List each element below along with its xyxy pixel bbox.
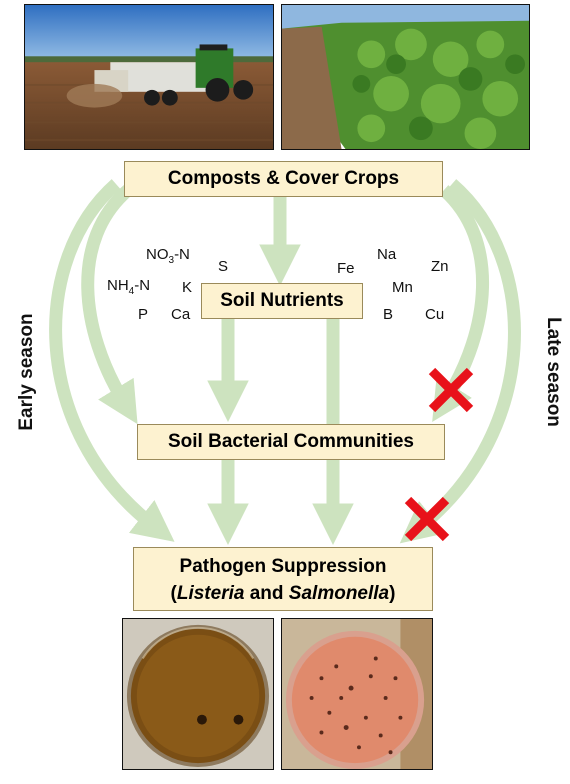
arrow-late-outer	[399, 179, 521, 544]
no3-prefix: NO	[146, 246, 169, 263]
late-season-label: Late season	[543, 317, 564, 427]
soil-bacterial-communities-box: Soil Bacterial Communities	[137, 424, 445, 460]
no3-sub: 3	[168, 255, 175, 266]
soil-bacterial-communities-label: Soil Bacterial Communities	[167, 431, 414, 452]
cross-icon	[428, 367, 474, 413]
nutrient-na: Na	[377, 246, 397, 263]
nutrient-p: P	[138, 306, 149, 323]
nutrient-nh4: NH4-N	[107, 277, 150, 297]
photo-petri-salmonella	[281, 618, 433, 770]
pathogen-suppression-box: Pathogen Suppression (Listeria and Salmo…	[133, 547, 433, 611]
listeria-label: Listeria	[176, 583, 245, 604]
nutrient-s: S	[218, 258, 229, 275]
early-season-label: Early season	[16, 313, 37, 431]
photo-compost-spreading	[24, 4, 274, 150]
and-label: and	[244, 583, 289, 604]
photo-cover-crop	[281, 4, 530, 150]
no3-suffix: -N	[174, 246, 190, 263]
composts-cover-crops-label: Composts & Cover Crops	[167, 168, 400, 189]
nutrient-no3: NO3-N	[146, 246, 190, 266]
arrow-early-outer	[49, 179, 175, 542]
nutrient-fe: Fe	[337, 260, 355, 277]
nutrient-cu: Cu	[425, 306, 445, 323]
soil-nutrients-label: Soil Nutrients	[220, 290, 344, 311]
salmonella-label: Salmonella	[288, 583, 390, 604]
pathogen-suppression-label: Pathogen Suppression	[179, 556, 387, 577]
photo-petri-listeria	[122, 618, 274, 770]
paren-close: )	[389, 583, 396, 604]
nutrient-b: B	[383, 306, 394, 323]
cross-icon	[404, 496, 450, 542]
nutrient-ca: Ca	[171, 306, 191, 323]
nutrient-k: K	[182, 279, 193, 296]
nh4-suffix: -N	[134, 277, 151, 294]
arrow-late-inner	[432, 185, 489, 423]
pathogen-names: (Listeria and Salmonella)	[134, 580, 432, 607]
composts-cover-crops-box: Composts & Cover Crops	[124, 161, 443, 197]
nh4-prefix: NH	[107, 277, 129, 294]
soil-nutrients-box: Soil Nutrients	[201, 283, 363, 319]
paren-open: (	[170, 583, 177, 604]
nutrient-mn: Mn	[392, 279, 413, 296]
arrow-early-inner	[81, 185, 138, 425]
nh4-sub: 4	[128, 286, 135, 297]
nutrient-zn: Zn	[431, 258, 449, 275]
